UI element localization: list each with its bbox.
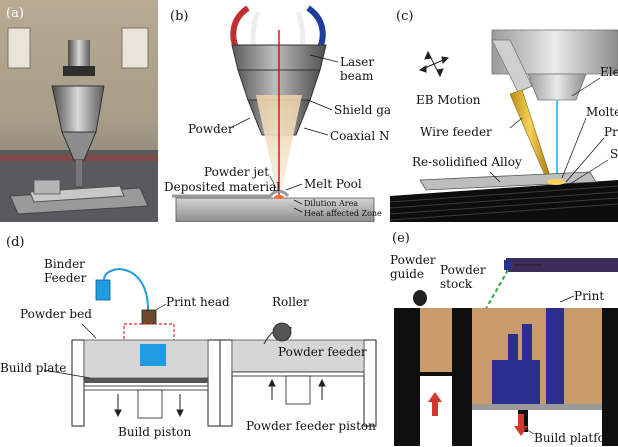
label-build-platform: Build platform [534, 431, 618, 445]
label-dilution-area: Dilution Area [304, 199, 358, 208]
label-wire-feeder: Wire feeder [420, 125, 492, 139]
printed-part-base [492, 360, 540, 404]
label-print: Print [574, 289, 604, 303]
resolidified-track [419, 171, 597, 191]
label-powder: Powder [188, 122, 234, 136]
label-powder-feeder: Powder feeder [278, 345, 367, 359]
label-laser-beam-2: beam [340, 69, 374, 83]
panel-c-diagram: (c) [390, 9, 618, 222]
printed-part-tall [546, 308, 564, 404]
eb-motion-arrows-icon [418, 50, 450, 78]
label-electron-beam: Ele [600, 65, 618, 79]
panel-e-label: (e) [392, 231, 410, 246]
powder-feeder-piston [285, 375, 311, 405]
label-build-piston: Build piston [118, 425, 191, 439]
label-shield-gas: Shield gas [334, 103, 390, 117]
roller [272, 322, 292, 342]
label-molten: Molten [586, 105, 618, 119]
label-powder-stock-2: stock [440, 277, 473, 291]
melt-pool [274, 195, 284, 199]
build-platform-plate [472, 404, 602, 410]
panel-a-label: (a) [6, 6, 24, 21]
build-plate [84, 378, 208, 383]
panel-d: (d) Bind [0, 228, 384, 447]
molten-pool [547, 179, 565, 185]
panel-b-diagram: (b) Laser beam Shield gas Coaxial Nozzle… [164, 5, 390, 222]
panel-c-label: (c) [396, 9, 413, 24]
powder-feeder [231, 339, 365, 373]
label-powder-feeder-piston: Powder feeder piston [246, 419, 376, 433]
label-binder-feeder-1: Binder [44, 257, 85, 271]
laser-head [506, 258, 618, 272]
label-binder-feeder-2: Feeder [44, 271, 87, 285]
up-arrow-icon [428, 392, 442, 416]
label-eb-motion: EB Motion [416, 93, 481, 107]
panel-c: (c) [390, 0, 618, 222]
panel-e-diagram: (e) Powd [390, 231, 618, 446]
label-powder-jet: Powder jet [204, 165, 269, 179]
panel-e: (e) Powd [384, 228, 618, 447]
label-powder-guide-1: Powder [390, 253, 436, 267]
label-melt-pool: Melt Pool [304, 177, 362, 191]
powder-guide [413, 290, 427, 306]
label-print-head: Print head [166, 295, 230, 309]
panel-a: (a) [0, 0, 158, 222]
label-s: S [610, 147, 618, 161]
panel-b: (b) Laser beam Shield gas Coaxial Nozzle… [160, 0, 390, 222]
panel-b-label: (b) [170, 9, 188, 24]
label-laser-beam-1: Laser [340, 55, 374, 69]
label-roller: Roller [272, 295, 309, 309]
panel-a-photo [0, 0, 158, 222]
laser-beam-dashed [483, 269, 509, 313]
label-heat-affected-zone: Heat affected Zone [304, 209, 382, 218]
panel-d-label: (d) [6, 235, 24, 250]
panel-d-diagram: (d) Bind [0, 235, 377, 439]
deposited-track [172, 189, 290, 198]
binder-feeder-reservoir [95, 279, 111, 301]
label-powder-bed: Powder bed [20, 307, 92, 321]
binder-feed-line [103, 268, 149, 311]
print-head [141, 309, 157, 325]
label-deposited-material: Deposited material [164, 180, 280, 194]
label-powder-stock-1: Powder [440, 263, 486, 277]
label-build-plate: Build plate [0, 361, 66, 375]
substrate [175, 197, 375, 222]
label-resolidified-alloy: Re-solidified Alloy [412, 155, 522, 169]
label-pr: Pr [604, 125, 618, 139]
build-piston [137, 389, 163, 419]
label-coaxial-nozzle: Coaxial Nozzle [330, 129, 390, 143]
printed-part [140, 344, 166, 366]
label-powder-guide-2: guide [390, 267, 424, 281]
